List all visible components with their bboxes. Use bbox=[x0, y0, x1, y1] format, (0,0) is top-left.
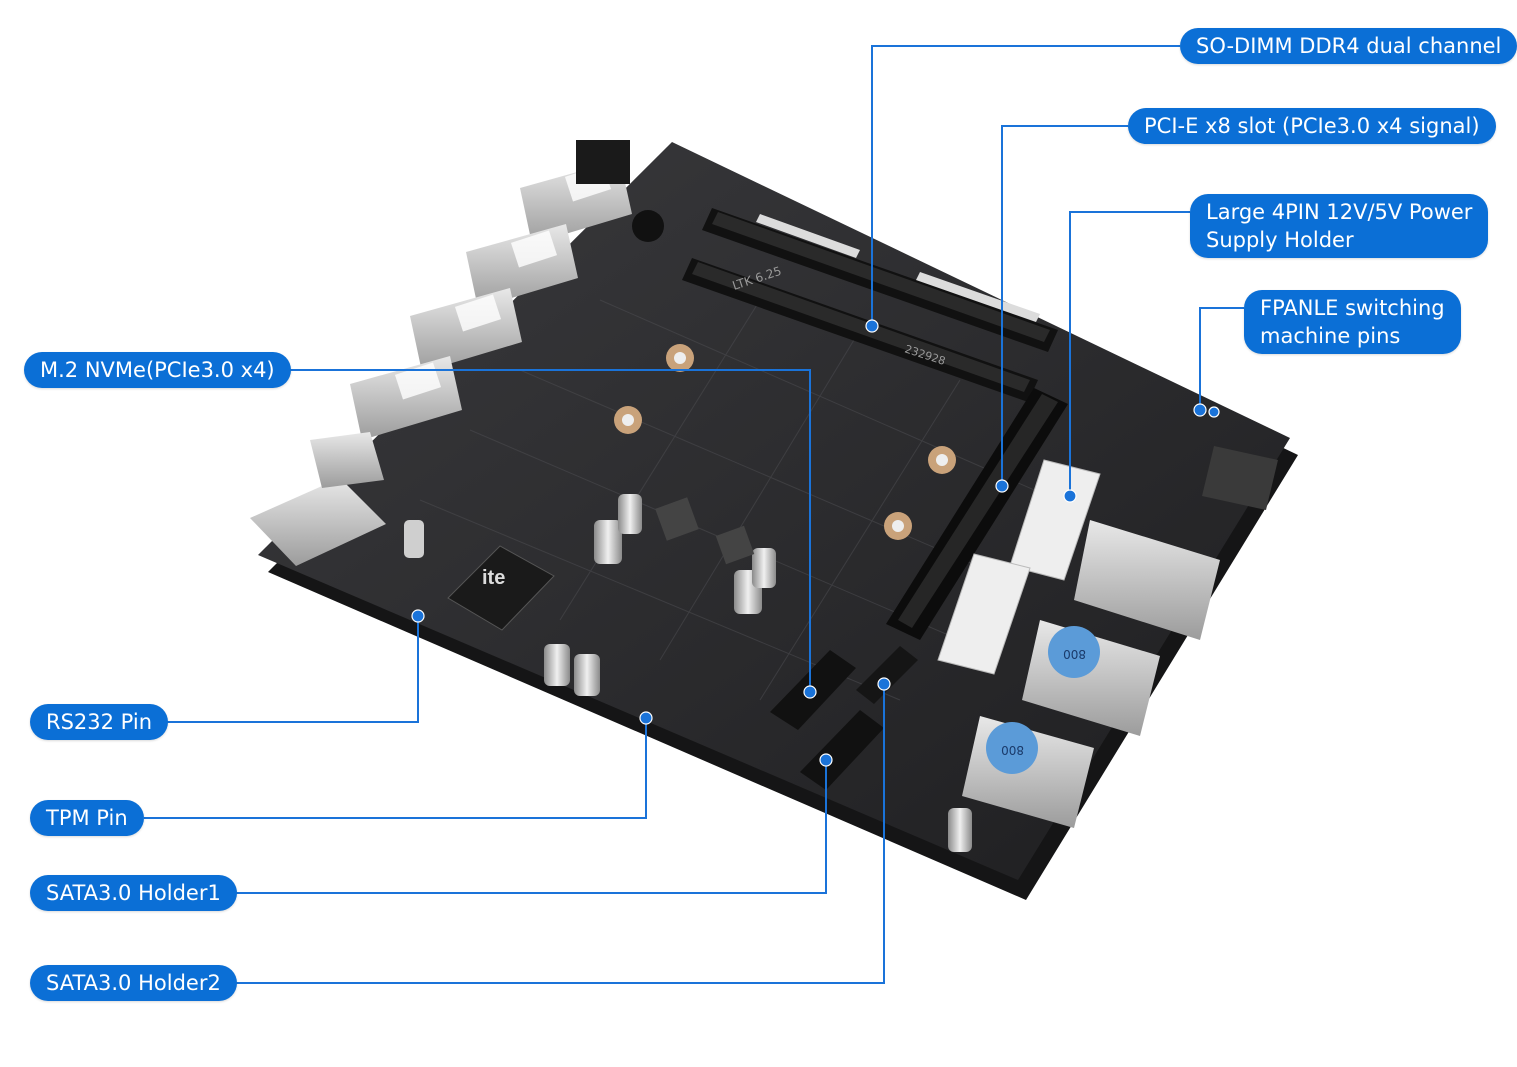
leader-dots bbox=[411, 319, 1220, 767]
ite-chip-label: ite bbox=[482, 567, 505, 589]
components: ite bbox=[404, 140, 972, 852]
board-illustration: LTK 6.25 232928 800 800 ite bbox=[144, 45, 1298, 984]
rs232-label: RS232 Pin bbox=[30, 704, 169, 740]
sata1-dot bbox=[819, 753, 833, 767]
ethernet-ports bbox=[250, 160, 632, 566]
sata1-leader bbox=[234, 760, 827, 894]
fpanel-leader bbox=[1199, 307, 1244, 410]
pcie-label-text: PCI-E x8 slot (PCIe3.0 x4 signal) bbox=[1144, 114, 1480, 138]
sodimm-label-text: SO-DIMM DDR4 dual channel bbox=[1196, 34, 1502, 58]
power-leader bbox=[1069, 211, 1190, 496]
sata1-label: SATA3.0 Holder1 bbox=[30, 875, 237, 911]
m2-label: M.2 NVMe(PCIe3.0 x4) bbox=[24, 352, 291, 388]
pcie-dot bbox=[995, 479, 1009, 493]
usb-label-1: 800 bbox=[1063, 647, 1086, 661]
sodimm-dot bbox=[865, 319, 879, 333]
sata2-leader bbox=[234, 684, 885, 984]
usb-ports: 800 800 bbox=[962, 446, 1278, 828]
sata2-label: SATA3.0 Holder2 bbox=[30, 965, 237, 1001]
power-label-line2: Supply Holder bbox=[1206, 228, 1354, 252]
sodimm-slots: LTK 6.25 232928 bbox=[682, 208, 1058, 402]
fpanel-label-line2: machine pins bbox=[1260, 324, 1401, 348]
sata2-dot bbox=[877, 677, 891, 691]
motherboard-diagram: LTK 6.25 232928 800 800 ite bbox=[24, 28, 1517, 1001]
power-dot bbox=[1063, 489, 1077, 503]
fpanel-label: FPANLE switching machine pins bbox=[1244, 290, 1461, 354]
pcie-leader bbox=[1001, 125, 1128, 486]
sata1-label-text: SATA3.0 Holder1 bbox=[46, 881, 221, 905]
power-label-line1: Large 4PIN 12V/5V Power bbox=[1206, 200, 1473, 224]
fpanel-dot-2 bbox=[1208, 406, 1220, 418]
tpm-label: TPM Pin bbox=[30, 800, 144, 836]
sodimm-label: SO-DIMM DDR4 dual channel bbox=[1180, 28, 1517, 64]
fpanel-label-line1: FPANLE switching bbox=[1260, 296, 1445, 320]
fpanel-dot bbox=[1193, 403, 1207, 417]
sata2-label-text: SATA3.0 Holder2 bbox=[46, 971, 221, 995]
tpm-dot bbox=[639, 711, 653, 725]
pcie-label: PCI-E x8 slot (PCIe3.0 x4 signal) bbox=[1128, 108, 1496, 144]
leader-lines bbox=[144, 45, 1244, 984]
tpm-label-text: TPM Pin bbox=[46, 806, 128, 830]
usb-label-2: 800 bbox=[1001, 743, 1024, 757]
m2-dot bbox=[803, 685, 817, 699]
m2-leader bbox=[278, 369, 811, 692]
pcie-slot bbox=[886, 388, 1068, 640]
sodimm-leader bbox=[871, 45, 1180, 326]
tpm-leader bbox=[144, 718, 647, 819]
power-label: Large 4PIN 12V/5V Power Supply Holder bbox=[1190, 194, 1489, 258]
power-connectors bbox=[937, 459, 1101, 675]
rs232-leader bbox=[160, 616, 419, 723]
rs232-label-text: RS232 Pin bbox=[46, 710, 153, 734]
rs232-dot bbox=[411, 609, 425, 623]
m2-label-text: M.2 NVMe(PCIe3.0 x4) bbox=[40, 358, 275, 382]
